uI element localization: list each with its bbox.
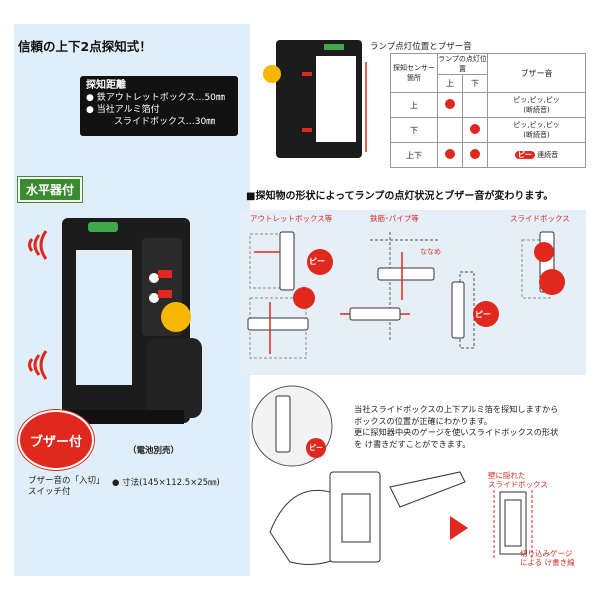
- description-text: 当社スライドボックスの上下アルミ箔を探知しますから ボックスの位置が正確にわかり…: [354, 404, 559, 449]
- buzzer-cell: ピー 連続音: [487, 142, 586, 168]
- label-gauge-1: 切り込みゲージ: [520, 549, 573, 558]
- pi-label: ピー: [475, 310, 491, 319]
- switch-note-2: スイッチ付: [28, 487, 71, 497]
- spec-line-3: スライドボックス…30㎜: [114, 117, 216, 127]
- shape-diagram: [247, 231, 565, 359]
- label-naname: ななめ: [420, 248, 441, 256]
- col-sensor: 探知センサー箇所: [390, 53, 438, 93]
- lamp-on-dot: [445, 149, 455, 159]
- detector-device: [62, 218, 202, 424]
- buzzer-badge: ブザー付: [18, 410, 94, 470]
- pi-label: ピー: [309, 444, 323, 452]
- pi-label: ピー: [309, 257, 325, 266]
- battery-note: （電池別売）: [128, 446, 180, 456]
- headline: 信頼の上下2点探知式！: [18, 39, 152, 54]
- diagram-title: ■探知物の形状によってランプの点灯状況とブザー音が変わります。: [246, 191, 554, 202]
- lamp-table: 探知センサー箇所 ランプの点灯位置 ブザー音 上 下 上 ピッ,ピッ,ピッ(断続…: [390, 53, 586, 168]
- label-pipe: 鉄筋･パイプ等: [370, 214, 419, 223]
- lamp-table-title: ランプ点灯位置とブザー音: [370, 42, 472, 52]
- switch-note-1: ブザー音の「入切」: [28, 476, 105, 486]
- spec-line-2: ● 当社アルミ箔付: [86, 105, 160, 115]
- usage-illustration: [251, 385, 533, 565]
- row-label: 下: [390, 117, 438, 143]
- buzzer-cell: ピッ,ピッ,ピッ(断続音): [487, 117, 586, 143]
- col-buzzer: ブザー音: [487, 53, 586, 93]
- spec-heading: 探知距離: [86, 80, 126, 91]
- label-box-2: スライドボックス: [488, 480, 548, 489]
- row-label: 上下: [390, 142, 438, 168]
- lamp-on-dot: [470, 149, 480, 159]
- label-box-1: 壁に隠れた: [488, 471, 526, 480]
- detector-device-small: [263, 40, 367, 158]
- sound-wave-icon: [28, 230, 48, 260]
- level-tag: 水平器付: [16, 176, 84, 203]
- lamp-on-dot: [445, 99, 455, 109]
- buzzer-cell: ピッ,ピッ,ピッ(断続音): [487, 92, 586, 118]
- col-bottom: 下: [462, 74, 488, 93]
- col-lamp: ランプの点灯位置: [437, 53, 488, 75]
- label-outlet: アウトレットボックス等: [250, 214, 333, 223]
- col-top: 上: [437, 74, 463, 93]
- label-gauge-2: による け書き線: [520, 558, 575, 567]
- detection-spec-box: 探知距離 ● 鉄アウトレットボックス…50㎜ ● 当社アルミ箔付 スライドボック…: [80, 76, 238, 136]
- row-label: 上: [390, 92, 438, 118]
- lamp-on-dot: [470, 124, 480, 134]
- label-slide: スライドボックス: [510, 214, 570, 223]
- size-note: ● 寸法(145×112.5×25㎜): [112, 478, 220, 488]
- spec-line-1: ● 鉄アウトレットボックス…50㎜: [86, 93, 225, 103]
- sound-wave-icon: [28, 350, 48, 380]
